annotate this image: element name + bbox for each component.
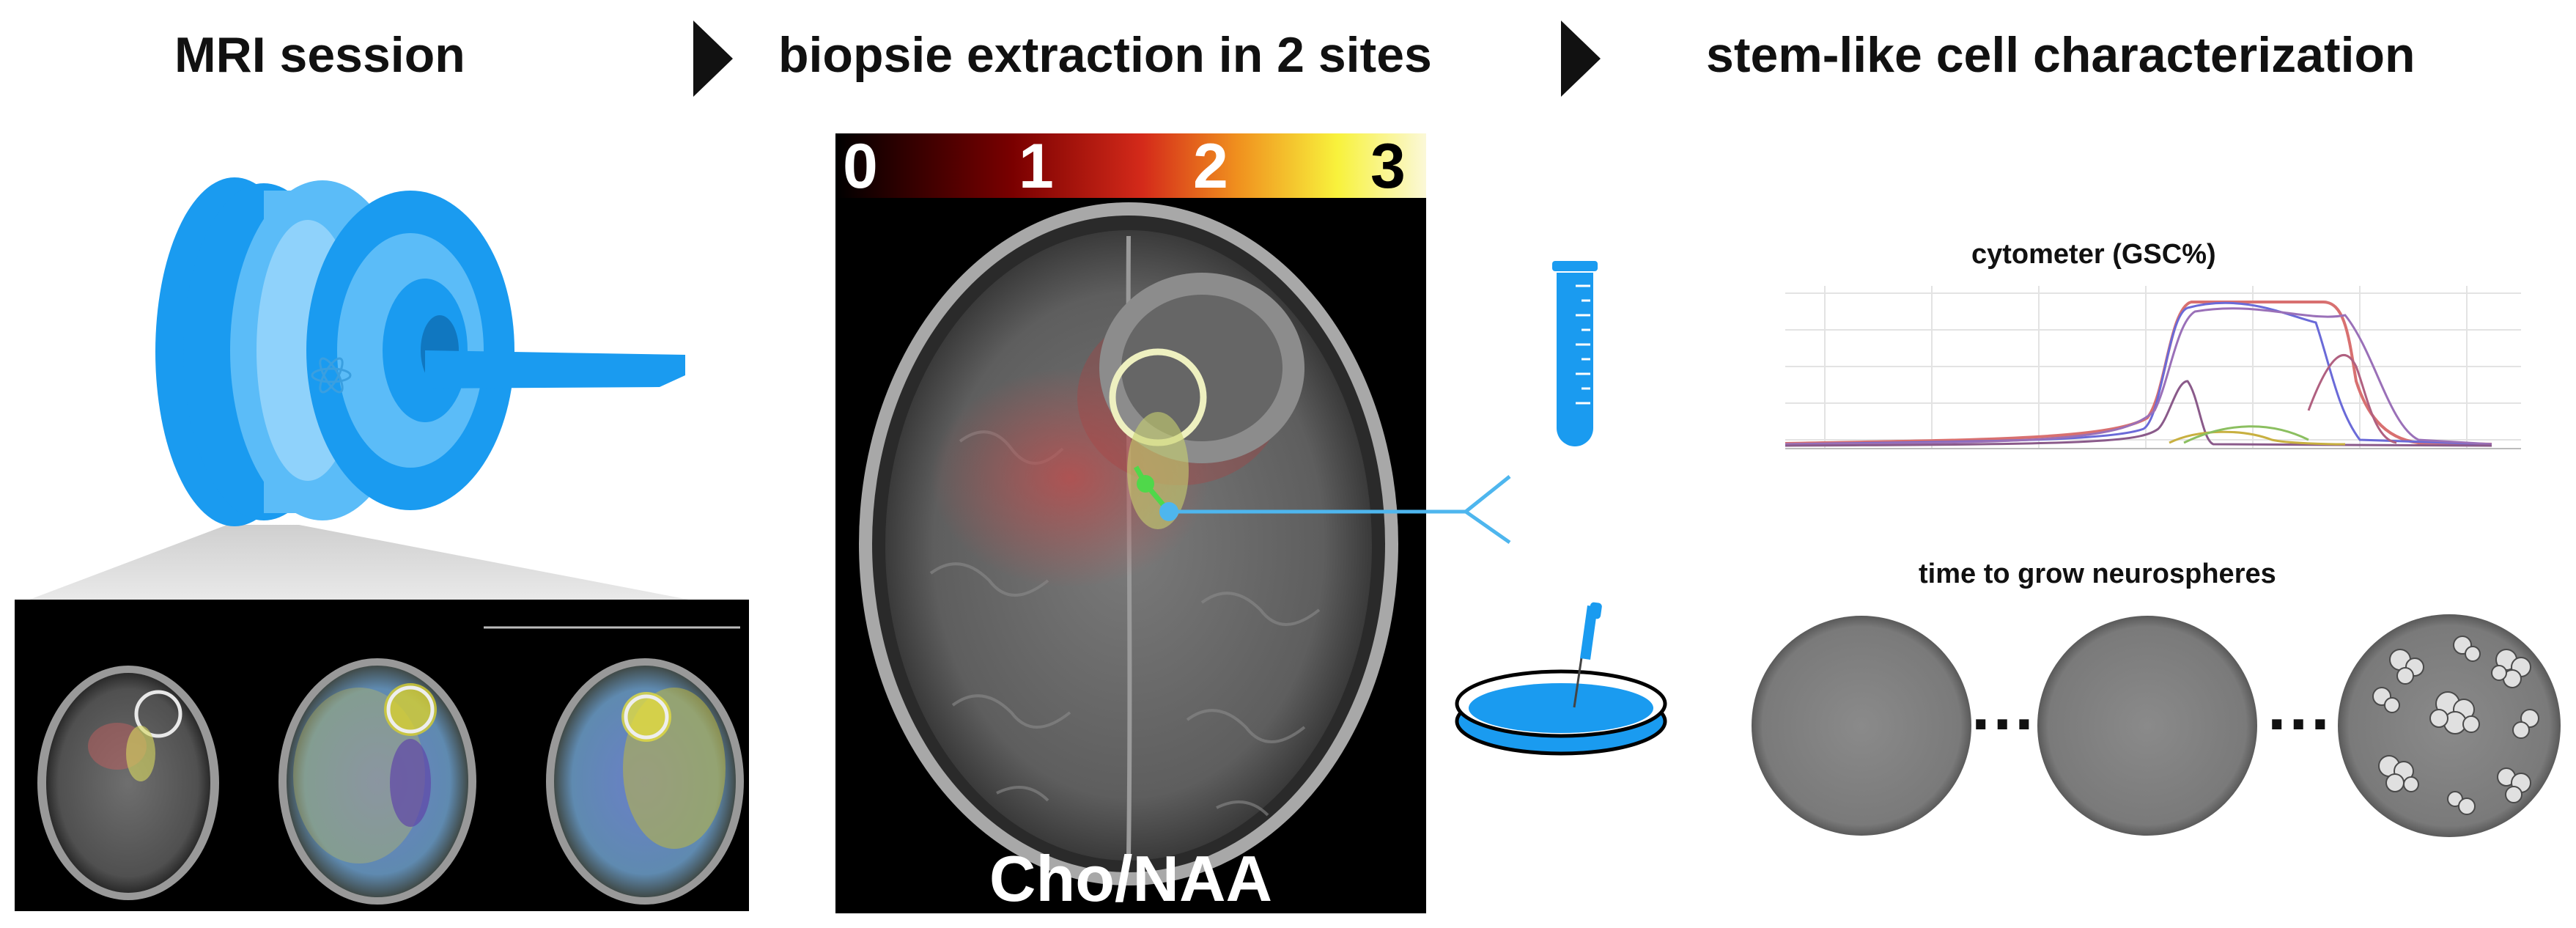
mri-slices-image: [37, 626, 744, 905]
mri-slices-panel: [15, 600, 749, 911]
biopsy-panel: 0 1 2 3: [835, 131, 1426, 915]
brain-mri-axial-image: [859, 202, 1398, 885]
atom-icon: [311, 357, 352, 394]
ellipsis-2: ...: [2267, 669, 2333, 744]
heading-biopsy: biopsie extraction in 2 sites: [778, 27, 1432, 83]
neurospheres-title: time to grow neurospheres: [1919, 559, 2276, 589]
heading-stem-like: stem-like cell characterization: [1706, 27, 2416, 83]
cho-naa-label: Cho/NAA: [989, 842, 1273, 915]
colorbar-tick-3: 3: [1370, 131, 1406, 202]
ellipsis-1: ...: [1971, 669, 2037, 744]
colorbar-tick-2: 2: [1193, 131, 1228, 202]
cho-naa-colorbar: [835, 133, 1426, 198]
pipette-icon: [1573, 602, 1602, 708]
cytometer-title: cytometer (GSC%): [1971, 239, 2216, 270]
colorbar-tick-0: 0: [843, 131, 878, 202]
colorbar-tick-1: 1: [1019, 131, 1054, 202]
heading-mri-session: MRI session: [174, 27, 465, 83]
